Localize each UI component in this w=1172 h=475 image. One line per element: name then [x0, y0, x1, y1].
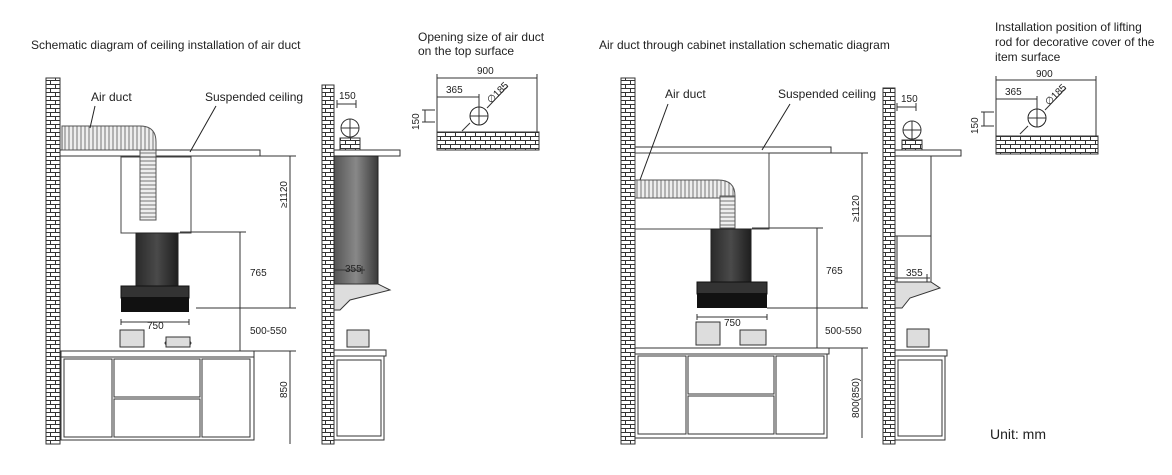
left-cabinet-drawer-2: [113, 398, 201, 438]
left-air-duct-label: Air duct: [91, 90, 132, 104]
left-hood-body: [120, 285, 190, 299]
left-front-view: ≥1120 765 500-550 750 850 Air duct Suspe…: [45, 77, 303, 445]
left-countertop: [60, 350, 255, 358]
right-dim-ceiling-height: ≥1120: [851, 195, 862, 222]
left-hood-panel: [121, 297, 189, 312]
left-wall: [45, 77, 61, 445]
right-side-duct-cross: [903, 121, 921, 139]
left-dim-hood-width: 750: [147, 321, 164, 332]
right-side-dims: [895, 103, 930, 282]
opening-dim-depth: 150: [411, 113, 422, 130]
left-dim-counter-height: 850: [279, 381, 290, 398]
lifting-dim-width: 900: [1036, 69, 1053, 80]
opening-size-title-line2: on the top surface: [418, 44, 515, 58]
left-cabinet-drawer-1: [113, 358, 201, 398]
opening-dim-diameter: ∅185: [485, 80, 511, 106]
right-cabinet-drawer-1: [687, 355, 775, 395]
right-cabinet-door-2: [775, 355, 825, 435]
right-side-duct-base: [901, 139, 923, 151]
left-side-dims: [334, 100, 365, 274]
lifting-dim-diameter: ∅185: [1043, 82, 1069, 108]
right-dim-lines: [696, 152, 868, 438]
left-dim-hood-to-hob: 500-550: [250, 326, 287, 337]
right-side-hood-lip: [894, 281, 942, 309]
right-hood-glass: [710, 228, 752, 284]
right-front-view: ≥1120 765 500-550 750 800(850) Air duct …: [620, 77, 876, 445]
right-countertop: [634, 347, 830, 355]
left-side-view: 150 355: [321, 84, 401, 445]
right-side-pot: [906, 328, 930, 348]
right-dim-hood-width: 750: [724, 318, 741, 329]
lifting-rod-diagram: 900 365 ∅185 150: [970, 69, 1099, 155]
opening-roof-brick: [436, 131, 540, 151]
left-suspended-ceiling-label: Suspended ceiling: [205, 90, 303, 104]
opening-circle-cross: [470, 107, 488, 125]
left-side-duct-base: [339, 137, 361, 151]
right-side-dim-offset: 150: [901, 94, 918, 105]
lifting-title-line1: Installation position of lifting: [995, 20, 1142, 34]
right-side-cabinet-inner: [897, 359, 943, 437]
left-side-countertop: [333, 349, 387, 357]
right-side-ceiling: [894, 149, 962, 157]
left-side-duct-cross: [341, 119, 359, 137]
right-wall: [620, 77, 636, 445]
lifting-dims: [981, 76, 1097, 136]
right-hood-panel: [697, 293, 767, 308]
right-dim-hood-to-hob: 500-550: [825, 326, 862, 337]
right-ceiling-pointer: [761, 103, 791, 151]
right-air-duct-label: Air duct: [665, 87, 706, 101]
left-pots: [119, 329, 192, 348]
right-pots: [695, 321, 767, 346]
lifting-title-line3: item surface: [995, 50, 1061, 64]
right-dim-counter-height: 800(850): [851, 378, 862, 418]
right-side-wall: [882, 87, 896, 445]
right-side-cabinet-upper: [894, 155, 932, 237]
right-suspended-ceiling-label: Suspended ceiling: [778, 87, 876, 101]
right-diagram-title: Air duct through cabinet installation sc…: [599, 38, 890, 52]
right-cabinet-drawer-2: [687, 395, 775, 435]
left-dim-ceiling-height: ≥1120: [279, 181, 290, 208]
opening-size-diagram: 900 365 ∅185 150: [411, 66, 540, 151]
left-side-wall: [321, 84, 335, 445]
right-air-duct-pointer: [639, 103, 669, 181]
left-side-cabinet-inner: [336, 359, 382, 437]
opening-dim-width: 900: [477, 66, 494, 77]
left-side-dim-depth: 355: [345, 264, 362, 275]
left-side-pot: [346, 329, 370, 348]
left-air-duct-pointer: [89, 105, 96, 129]
opening-dim-offset: 365: [446, 85, 463, 96]
lifting-dim-offset: 365: [1005, 87, 1022, 98]
right-dim-hood-height: 765: [826, 266, 843, 277]
unit-label: Unit: mm: [990, 426, 1046, 442]
left-side-ceiling: [333, 149, 401, 157]
left-ceiling-pointer: [189, 105, 217, 153]
right-ceiling: [634, 146, 832, 154]
left-cabinet-door-2: [201, 358, 251, 438]
left-cabinet-door-1: [63, 358, 113, 438]
left-diagram-title: Schematic diagram of ceiling installatio…: [31, 38, 301, 52]
lifting-title-line2: rod for decorative cover of the: [995, 35, 1155, 49]
left-dim-hood-height: 765: [250, 268, 267, 279]
lifting-roof-brick: [995, 135, 1099, 155]
left-hood-glass: [135, 232, 179, 288]
right-hood-body: [696, 281, 768, 295]
right-side-dim-depth: 355: [906, 268, 923, 279]
right-cabinet-door-1: [637, 355, 687, 435]
lifting-circle-cross: [1028, 109, 1046, 127]
left-side-dim-offset: 150: [339, 91, 356, 102]
opening-size-title-line1: Opening size of air duct: [418, 30, 545, 44]
left-dim-lines: [120, 155, 296, 444]
left-duct-vertical: [139, 149, 157, 221]
left-side-hood-lip: [333, 283, 392, 311]
right-side-view: 150 355: [882, 87, 962, 445]
right-duct-vertical: [719, 195, 736, 229]
lifting-dim-depth: 150: [970, 117, 981, 134]
left-ceiling: [59, 149, 261, 157]
opening-dims: [422, 74, 538, 132]
right-side-countertop: [894, 349, 948, 357]
